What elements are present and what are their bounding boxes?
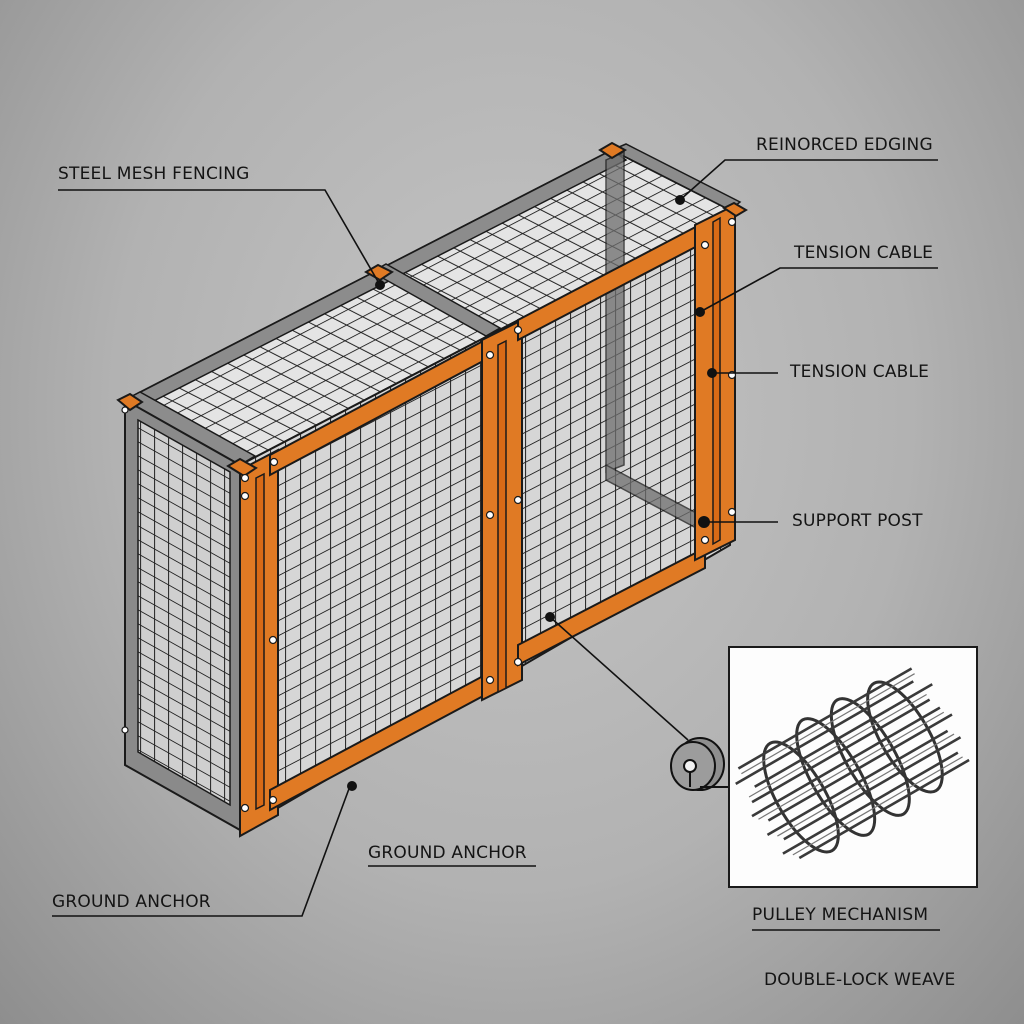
label-tension-cable-2: TENSION CABLE bbox=[790, 362, 930, 382]
leader-dots bbox=[347, 195, 717, 791]
label-ground-anchor-left: GROUND ANCHOR bbox=[52, 892, 211, 912]
label-ground-anchor-right: GROUND ANCHOR bbox=[368, 843, 527, 863]
frame-slots bbox=[255, 216, 721, 811]
label-pulley-mechanism: PULLEY MECHANISM bbox=[752, 905, 929, 925]
double-lock-weave-inset bbox=[728, 646, 978, 888]
label-reinforced-edging: REINORCED EDGING bbox=[756, 135, 933, 155]
label-double-lock-weave: DOUBLE-LOCK WEAVE bbox=[764, 970, 956, 990]
leader-lines bbox=[52, 159, 940, 931]
pulley-icon bbox=[670, 737, 728, 791]
top-mesh-panel bbox=[122, 143, 742, 467]
woven-cylinder-icon bbox=[735, 667, 970, 860]
frame-bolts bbox=[121, 217, 737, 813]
label-tension-cable-1: TENSION CABLE bbox=[794, 243, 934, 263]
side-mesh-panel bbox=[124, 398, 241, 832]
label-support-post: SUPPORT POST bbox=[792, 511, 923, 531]
label-steel-mesh-fencing: STEEL MESH FENCING bbox=[58, 164, 250, 184]
